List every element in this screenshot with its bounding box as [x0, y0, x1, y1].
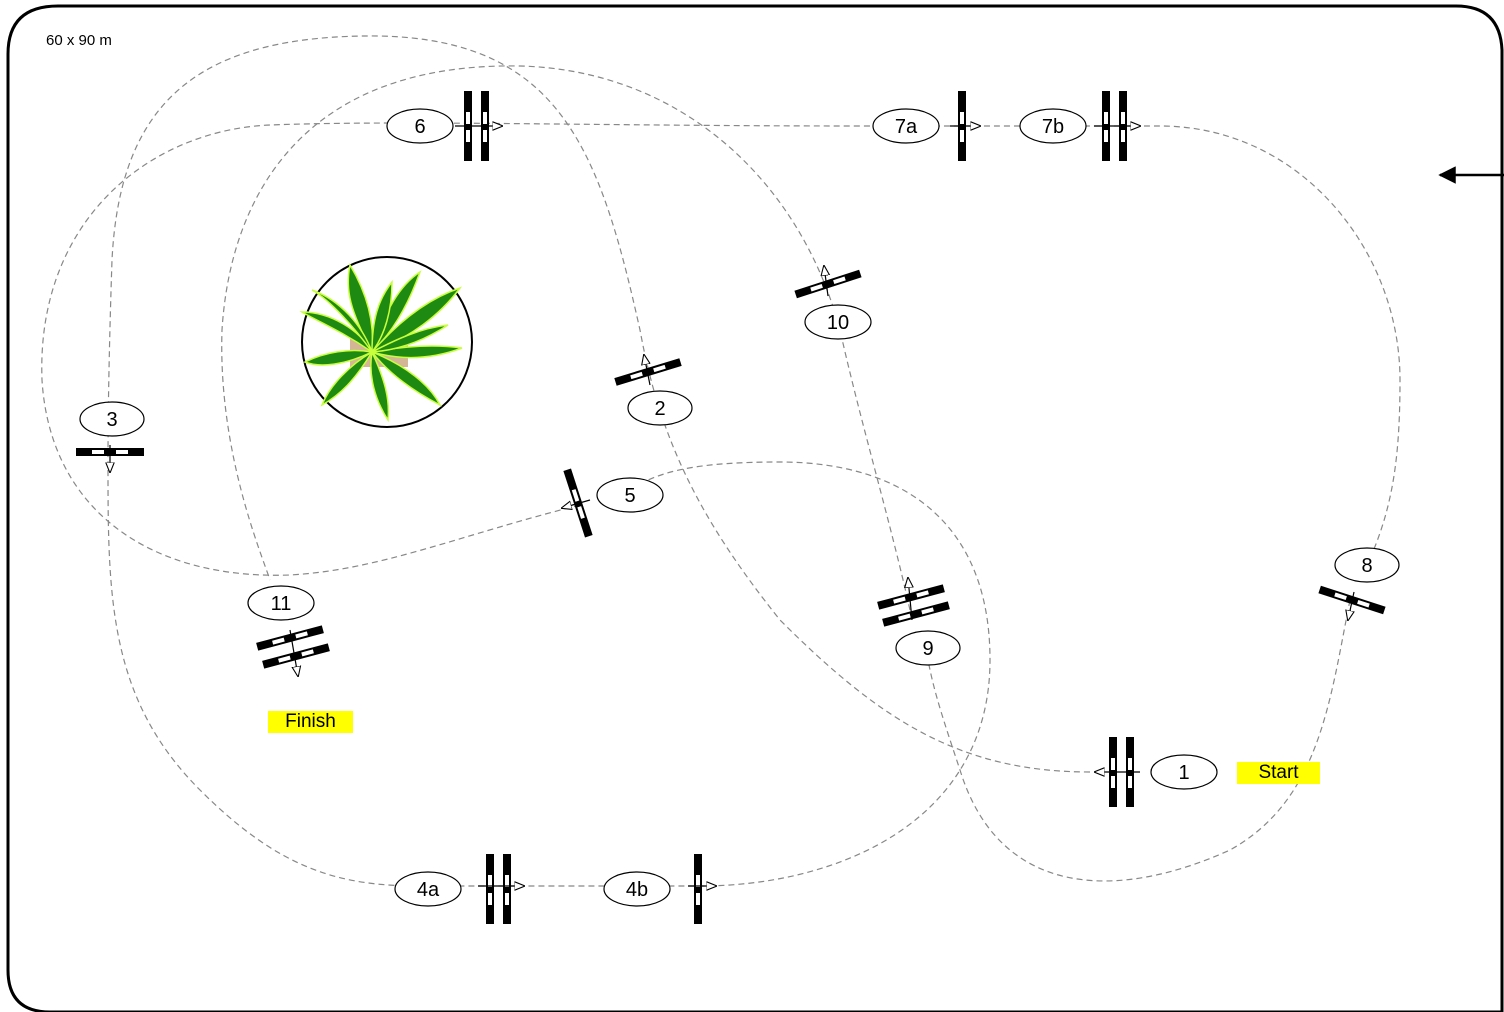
fence-1-label: 1 [1178, 762, 1189, 784]
fence-11: 11 [247, 585, 330, 676]
fence-8-label: 8 [1361, 555, 1372, 577]
fence-4b: 4b [603, 854, 716, 924]
fence-6-label: 6 [414, 116, 425, 138]
fence-7b-label: 7b [1042, 116, 1064, 138]
fence-3-label: 3 [106, 409, 117, 431]
plant-icon [299, 262, 463, 423]
fence-7a: 7a [872, 91, 980, 161]
fence-5-label: 5 [624, 485, 635, 507]
finish-marker: Finish [268, 711, 353, 733]
fence-1: 1 [1095, 737, 1218, 807]
fence-9-label: 9 [922, 638, 933, 660]
fence-8: 8 [1318, 547, 1400, 620]
arena-border [6, 4, 1504, 1012]
fence-3: 3 [76, 401, 145, 472]
fence-10: 10 [794, 266, 872, 340]
plant-island [299, 256, 473, 428]
fence-6: 6 [386, 91, 502, 161]
fence-4a: 4a [394, 854, 524, 924]
fence-10-label: 10 [827, 312, 849, 334]
fence-4a-label: 4a [417, 879, 440, 901]
fence-2-label: 2 [654, 398, 665, 420]
start-marker: Start [1237, 762, 1320, 784]
fence-11-label: 11 [271, 593, 292, 615]
arena-size-label: 60 x 90 m [46, 32, 112, 49]
fence-7b: 7b [1019, 91, 1140, 161]
fence-4b-label: 4b [626, 879, 648, 901]
fence-2: 2 [614, 355, 693, 426]
fence-9: 9 [877, 578, 961, 666]
fence-7a-label: 7a [895, 116, 918, 138]
course-route [41, 35, 1401, 887]
fence-5: 5 [562, 468, 664, 538]
